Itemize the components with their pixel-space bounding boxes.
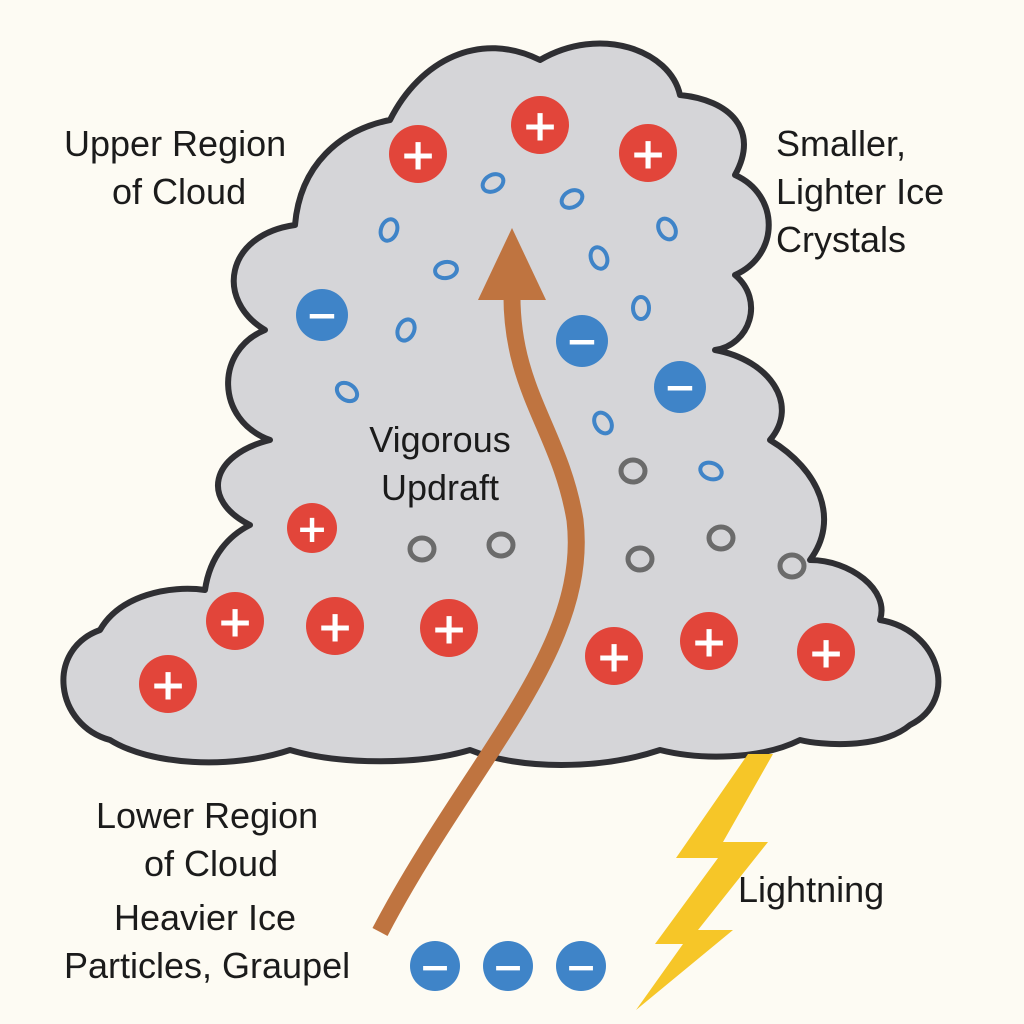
smaller-crystals-label-line-1: Smaller, (776, 123, 907, 164)
heavier-particles-label-line-2: Particles, Graupel (64, 945, 351, 986)
ice-crystal-icon (334, 380, 360, 404)
ice-crystal-icon (592, 410, 614, 436)
heavier-particles-label: Heavier Ice Particles, Graupel (64, 894, 350, 990)
svg-text:+: + (150, 660, 187, 711)
smaller-crystals-label: Smaller, Lighter Ice Crystals (776, 120, 944, 264)
minus-charge-icon: − (483, 941, 533, 991)
ice-crystal-icon (433, 259, 459, 281)
svg-text:+: + (630, 129, 667, 180)
lower-region-label-line-1: Lower Region (96, 795, 319, 836)
updraft-arrowhead (478, 228, 546, 300)
svg-text:+: + (400, 130, 437, 181)
graupel-icon (618, 457, 648, 485)
svg-text:+: + (431, 604, 468, 655)
plus-charge-icon: + (511, 96, 569, 154)
ice-crystal-icon (698, 460, 724, 482)
updraft-arrow-icon (372, 289, 585, 936)
graupel-icon (777, 552, 807, 580)
ice-crystal-icon (395, 317, 417, 343)
updraft-label: Vigorous Updraft (340, 416, 540, 512)
plus-charge-icon: + (389, 125, 447, 183)
svg-text:+: + (296, 507, 328, 551)
plus-charge-icon: + (680, 612, 738, 670)
plus-charge-icon: + (206, 592, 264, 650)
graupel-icon (706, 524, 736, 552)
updraft-label-line-2: Updraft (380, 467, 500, 508)
minus-charge-icon: − (410, 941, 460, 991)
svg-text:+: + (808, 628, 845, 679)
svg-text:+: + (691, 617, 728, 668)
plus-charge-icon: + (306, 597, 364, 655)
ice-crystal-icon (480, 172, 506, 194)
ice-crystal-icon (378, 217, 400, 243)
svg-text:+: + (596, 632, 633, 683)
smaller-crystals-label-line-3: Crystals (776, 219, 907, 260)
ice-crystal-icon (559, 188, 585, 210)
heavier-particles-label-line-1: Heavier Ice (114, 897, 297, 938)
svg-text:−: − (306, 294, 339, 339)
minus-charge-icon: − (654, 361, 706, 413)
svg-text:+: + (217, 597, 254, 648)
minus-charge-icon: − (556, 315, 608, 367)
svg-text:−: − (565, 945, 597, 989)
svg-text:−: − (419, 945, 451, 989)
updraft-label-line-1: Vigorous (369, 419, 511, 460)
smaller-crystals-label-line-2: Lighter Ice (776, 171, 945, 212)
plus-charge-icon: + (797, 623, 855, 681)
svg-text:+: + (522, 101, 559, 152)
svg-text:−: − (492, 945, 524, 989)
lower-region-label-line-2: of Cloud (144, 843, 279, 884)
lower-region-label: Lower Region of Cloud (96, 792, 318, 888)
upper-region-label-line-1: Upper Region (64, 123, 287, 164)
plus-charge-icon: + (287, 503, 337, 553)
plus-charge-icon: + (585, 627, 643, 685)
svg-text:+: + (317, 602, 354, 653)
upper-region-label-line-2: of Cloud (112, 171, 247, 212)
plus-charge-icon: + (139, 655, 197, 713)
lightning-bolt-icon (636, 754, 773, 1010)
graupel-icon (407, 535, 437, 563)
plus-charge-icon: + (619, 124, 677, 182)
lightning-label: Lightning (738, 869, 885, 910)
minus-charge-icon: − (556, 941, 606, 991)
cloud-body (60, 40, 942, 768)
ice-crystal-icon (588, 245, 610, 271)
svg-text:−: − (566, 320, 599, 365)
ice-crystal-icon (656, 216, 678, 242)
graupel-icon (486, 531, 516, 559)
graupel-icon (625, 545, 655, 573)
plus-charge-icon: + (420, 599, 478, 657)
svg-text:−: − (664, 366, 697, 411)
upper-region-label: Upper Region of Cloud (64, 120, 286, 216)
minus-charge-icon: − (296, 289, 348, 341)
ice-crystal-icon (631, 295, 651, 321)
